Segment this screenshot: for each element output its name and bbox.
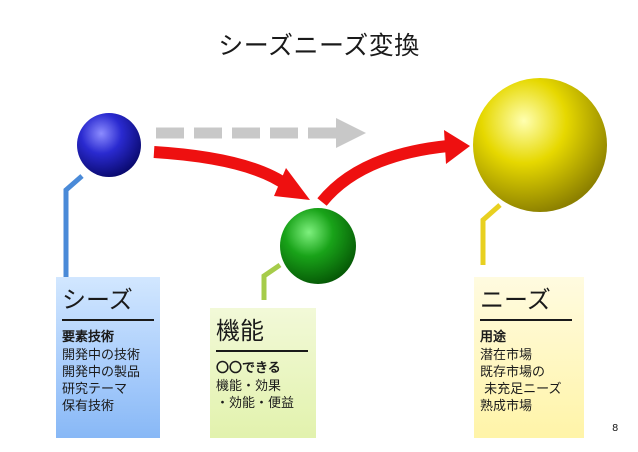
needs-heading: ニーズ: [480, 286, 551, 314]
function-connector-line: [261, 262, 282, 300]
function-item: 機能・効果: [216, 379, 282, 394]
function-card: 機能 〇〇できる 機能・効果 ・効能・便益: [210, 308, 316, 438]
red-arrow-function-to-needs: [317, 140, 449, 206]
seeds-connector-line: [63, 174, 84, 277]
seeds-item: 保有技術: [62, 399, 115, 414]
seeds-subheading: 要素技術: [62, 330, 115, 345]
needs-item: 熟成市場: [480, 399, 533, 414]
seeds-divider: [62, 319, 154, 321]
function-divider: [216, 350, 308, 352]
needs-divider: [480, 319, 572, 321]
seeds-heading: シーズ: [62, 286, 133, 314]
function-subheading: 〇〇できる: [216, 361, 281, 376]
seeds-item: 研究テーマ: [62, 382, 128, 397]
needs-item: 未充足ニーズ: [480, 382, 562, 397]
seeds-sphere: [77, 113, 141, 177]
function-item: ・効能・便益: [216, 396, 295, 411]
red-arrowhead-function-icon: [274, 168, 310, 200]
seeds-card: シーズ 要素技術 開発中の技術 開発中の製品 研究テーマ 保有技術: [56, 277, 160, 438]
function-heading: 機能: [216, 317, 264, 345]
needs-card: ニーズ 用途 潜在市場 既存市場の 未充足ニーズ 熟成市場: [474, 277, 584, 438]
page-number: 8: [612, 423, 619, 434]
seeds-item: 開発中の技術: [62, 348, 141, 363]
needs-item: 潜在市場: [480, 348, 533, 363]
needs-item: 既存市場の: [480, 365, 546, 380]
red-arrowhead-needs-icon: [444, 130, 470, 164]
red-arrow-seeds-to-function: [153, 146, 292, 191]
needs-connector-line: [480, 203, 502, 265]
slide-title: シーズニーズ変換: [218, 31, 420, 60]
seeds-item: 開発中の製品: [62, 365, 141, 380]
function-sphere: [280, 208, 356, 284]
needs-sphere: [473, 78, 607, 212]
needs-subheading: 用途: [480, 330, 507, 345]
gray-arrowhead-icon: [336, 118, 366, 148]
